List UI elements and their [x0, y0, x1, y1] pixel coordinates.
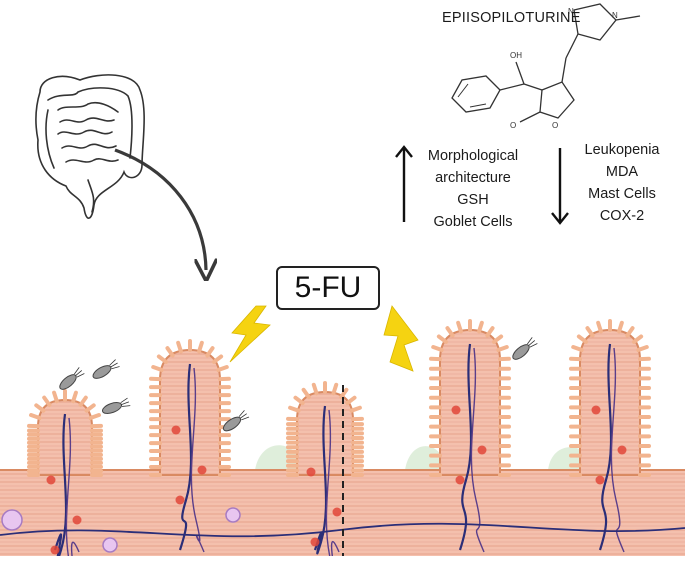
decreased-effects-list: Leukopenia MDA Mast Cells COX-2	[574, 139, 670, 227]
curved-arrow-icon	[115, 150, 206, 270]
microvillus	[439, 336, 446, 341]
microvillus	[494, 336, 501, 341]
red-cell	[47, 476, 56, 485]
microvillus	[214, 356, 221, 361]
microvillus	[347, 398, 354, 403]
drug-label: 5-FU	[295, 271, 362, 305]
red-cell	[73, 516, 82, 525]
microvillus	[587, 328, 592, 335]
microvillus	[598, 323, 601, 332]
microvillus	[178, 343, 181, 352]
microvillus	[458, 323, 461, 332]
decreased-effect: Mast Cells	[574, 183, 670, 205]
bacteria-flagellum	[530, 342, 537, 349]
microvillus	[573, 347, 581, 350]
microvillus	[579, 336, 586, 341]
increased-effect: architecture	[414, 167, 532, 189]
decreased-effect: Leukopenia	[574, 139, 670, 161]
atom-label: O	[552, 121, 558, 130]
microvillus	[54, 393, 57, 402]
bacteria-flagellum	[77, 372, 84, 379]
microvillus	[479, 323, 482, 332]
microvillus	[90, 415, 98, 418]
decreased-effect: MDA	[574, 161, 670, 183]
atom-label: O	[510, 121, 516, 130]
microvillus	[87, 405, 94, 410]
compound-name: EPIISOPILOTURINE	[442, 10, 581, 26]
microvillus	[638, 347, 646, 350]
intestine-icon	[36, 75, 144, 218]
microvillus	[487, 328, 492, 335]
microvillus	[304, 390, 309, 397]
bacteria-icon	[221, 410, 249, 433]
increased-effect: Goblet Cells	[414, 211, 532, 233]
microvillus	[31, 415, 39, 418]
red-cell	[333, 508, 342, 517]
microvillus	[433, 347, 441, 350]
microvillus	[333, 385, 336, 394]
microvillus	[314, 385, 317, 394]
microvillus	[295, 398, 302, 403]
red-cell	[311, 538, 320, 547]
bacteria-flagellum	[121, 402, 129, 405]
increased-effect: GSH	[414, 189, 532, 211]
red-cell	[176, 496, 185, 505]
red-cell	[596, 476, 605, 485]
microvillus	[199, 343, 202, 352]
microvillus	[207, 348, 212, 355]
microvillus	[81, 398, 86, 405]
microvillus	[153, 367, 161, 370]
microvillus	[634, 336, 641, 341]
red-cell	[478, 446, 487, 455]
microvillus	[73, 393, 76, 402]
atom-label: OH	[510, 51, 522, 60]
decreased-effect: COX-2	[574, 205, 670, 227]
bacteria-body	[57, 372, 78, 392]
bacteria-icon	[57, 367, 84, 392]
bacteria-body	[101, 400, 123, 415]
microvillus	[498, 347, 506, 350]
microvillus	[619, 323, 622, 332]
crypt-cell	[103, 538, 117, 552]
red-cell	[456, 476, 465, 485]
lightning-icon	[230, 306, 270, 362]
arrow-up-icon	[396, 147, 412, 222]
crypt-cell	[226, 508, 240, 522]
bacteria-body	[510, 342, 531, 362]
crypt-cell	[2, 510, 22, 530]
microvillus	[167, 348, 172, 355]
microvillus	[447, 328, 452, 335]
microvillus	[159, 356, 166, 361]
red-cell	[618, 446, 627, 455]
bacteria-icon	[91, 359, 120, 381]
bacteria-flagellum	[73, 367, 80, 374]
red-cell	[307, 468, 316, 477]
microvillus	[218, 367, 226, 370]
bacteria-icon	[510, 337, 537, 362]
microvillus	[290, 408, 298, 411]
red-cell	[592, 406, 601, 415]
arrow-down-icon	[552, 148, 568, 223]
lightning-icon	[384, 306, 418, 371]
microvillus	[351, 408, 359, 411]
increased-effects-list: Morphological architecture GSH Goblet Ce…	[414, 145, 532, 233]
drug-label-box: 5-FU	[276, 266, 380, 310]
increased-effect: Morphological	[414, 145, 532, 167]
bacteria-flagellum	[122, 404, 130, 409]
red-cell	[452, 406, 461, 415]
red-cell	[172, 426, 181, 435]
bacteria-flagellum	[120, 398, 128, 403]
microvillus	[44, 398, 49, 405]
microvillus	[627, 328, 632, 335]
bacteria-body	[91, 363, 113, 381]
red-cell	[51, 546, 60, 555]
red-cell	[198, 466, 207, 475]
atom-label: N	[612, 11, 618, 20]
bacteria-icon	[101, 398, 130, 416]
microvillus	[36, 405, 43, 410]
bacteria-flagellum	[526, 337, 533, 344]
